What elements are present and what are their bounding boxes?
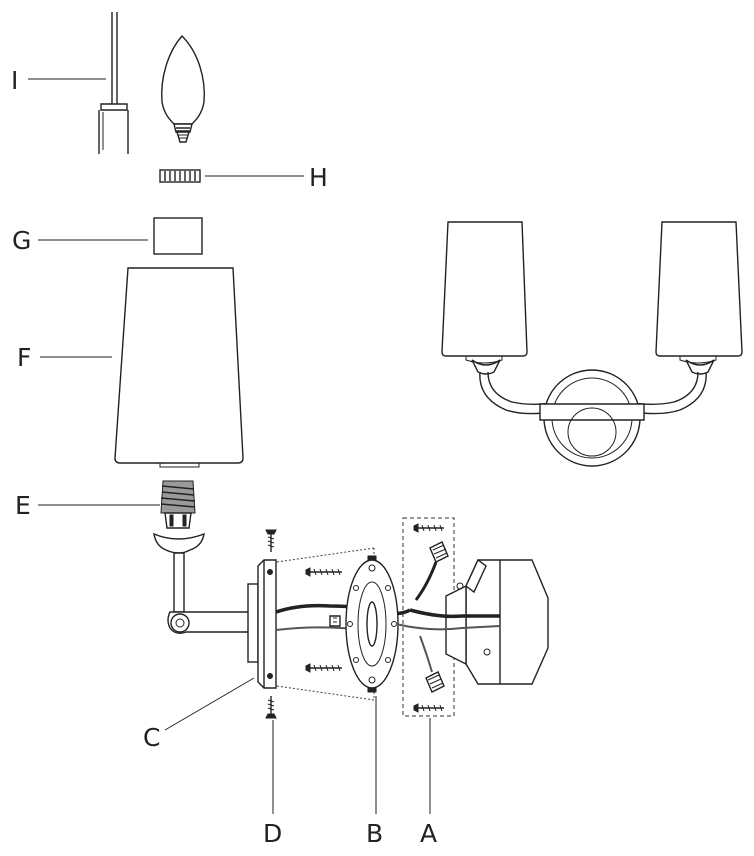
part-c-wall-plate <box>247 559 277 689</box>
label-a: A <box>420 819 437 848</box>
bulb-illustration <box>160 34 205 143</box>
leader-c <box>164 677 255 731</box>
label-f: F <box>17 343 31 372</box>
mounting-screws <box>305 567 342 673</box>
part-a-hardware <box>402 517 455 717</box>
label-b: B <box>366 819 383 848</box>
label-d: D <box>263 819 282 848</box>
part-g-cap <box>153 217 203 255</box>
part-h-ring-nut <box>159 169 201 183</box>
label-i: I <box>11 66 18 95</box>
label-e: E <box>15 491 31 520</box>
junction-box <box>395 558 549 685</box>
part-i-candle-sleeve <box>98 12 129 154</box>
label-c: C <box>143 723 160 752</box>
part-e-socket <box>160 480 196 529</box>
part-d-screws <box>265 529 277 719</box>
part-f-shade <box>114 267 244 468</box>
assembled-fixture <box>441 221 743 467</box>
label-g: G <box>12 226 31 255</box>
label-h: H <box>309 163 328 192</box>
cup-and-arm <box>153 532 251 635</box>
part-b-bracket <box>345 555 399 693</box>
